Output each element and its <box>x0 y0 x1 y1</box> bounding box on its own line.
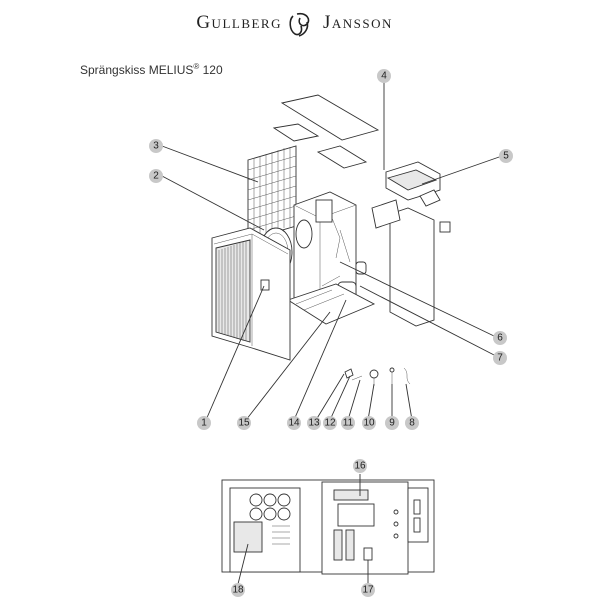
brand-monogram-icon <box>289 12 310 37</box>
title-reg-mark: ® <box>193 62 200 71</box>
callout-3: 3 <box>149 139 163 153</box>
callout-10-label: 10 <box>363 418 375 429</box>
callout-9-label: 9 <box>389 418 395 429</box>
callout-2: 2 <box>149 169 163 183</box>
display-module <box>419 189 441 207</box>
callout-15-label: 15 <box>238 418 250 429</box>
control-box <box>371 161 441 229</box>
callout-3-label: 3 <box>153 141 159 152</box>
small-parts-row <box>344 367 411 386</box>
callout-17-label: 17 <box>362 585 374 596</box>
callout-14: 14 <box>287 416 301 430</box>
brand-name-left: Gullberg <box>196 12 282 33</box>
page-title: Sprängskiss MELIUS® 120 <box>80 62 223 77</box>
callout-7: 7 <box>493 351 507 365</box>
callout-4: 4 <box>377 69 391 83</box>
callout-9: 9 <box>385 416 399 430</box>
callout-10: 10 <box>362 416 376 430</box>
callout-6-label: 6 <box>497 333 503 344</box>
top-cover-insert-left <box>272 123 320 142</box>
rear-grid-panel <box>247 145 297 241</box>
top-cover-insert-right <box>316 145 368 169</box>
control-panel-drawing <box>221 474 435 585</box>
base-tray <box>286 283 376 325</box>
callout-13-label: 13 <box>308 418 320 429</box>
title-text: Sprängskiss MELIUS <box>80 63 194 77</box>
callout-16: 16 <box>353 459 367 473</box>
callout-6: 6 <box>493 331 507 345</box>
brand-header: Gullberg Jansson <box>0 10 600 38</box>
right-side-panel <box>389 207 451 327</box>
callout-12-label: 12 <box>324 418 336 429</box>
callout-13: 13 <box>307 416 321 430</box>
callout-12: 12 <box>323 416 337 430</box>
callout-17: 17 <box>361 583 375 597</box>
callout-5-label: 5 <box>503 151 509 162</box>
callout-7-label: 7 <box>497 353 503 364</box>
callout-2-label: 2 <box>153 171 159 182</box>
callout-14-label: 14 <box>288 418 300 429</box>
callout-18-label: 18 <box>232 585 244 596</box>
brand-name-right: Jansson <box>323 12 393 33</box>
callout-1: 1 <box>197 416 211 430</box>
top-cover-panel <box>280 94 380 141</box>
title-model: 120 <box>202 63 223 77</box>
callout-11-label: 11 <box>343 418 354 429</box>
front-grille-panel <box>211 227 291 361</box>
callout-5: 5 <box>499 149 513 163</box>
callout-11: 11 <box>341 416 355 430</box>
callout-8: 8 <box>405 416 419 430</box>
callout-15: 15 <box>237 416 251 430</box>
callout-18: 18 <box>231 583 245 597</box>
callout-1-label: 1 <box>201 418 207 429</box>
leader-lines <box>161 80 503 421</box>
callout-16-label: 16 <box>354 461 366 472</box>
callout-8-label: 8 <box>409 418 415 429</box>
callout-4-label: 4 <box>381 71 387 82</box>
